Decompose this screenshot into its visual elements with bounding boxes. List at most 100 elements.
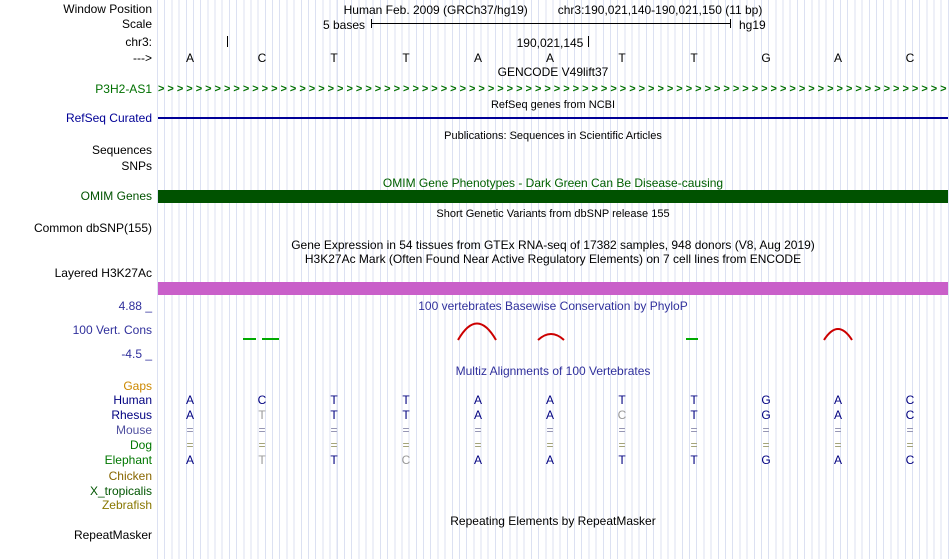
repeatmasker-label[interactable]: RepeatMasker (73, 528, 152, 542)
species-label-human[interactable]: Human (113, 393, 152, 407)
base-cell: = (690, 423, 698, 437)
layered-h3k27ac-label[interactable]: Layered H3K27Ac (54, 266, 152, 280)
gridlines (157, 0, 949, 559)
base-cell: A (473, 51, 482, 65)
base-cell: T (690, 408, 698, 422)
snps-label[interactable]: SNPs (121, 159, 152, 173)
base-cell: = (330, 438, 338, 452)
base-cell: A (185, 51, 194, 65)
base-cell: A (545, 408, 554, 422)
refseq-gene-line[interactable] (158, 117, 948, 119)
base-cell: = (762, 438, 770, 452)
base-cell: = (546, 438, 554, 452)
conservation-label[interactable]: 100 Vert. Cons (72, 323, 152, 337)
base-cell: = (402, 438, 410, 452)
base-cell: = (906, 438, 914, 452)
base-cell: A (833, 51, 842, 65)
base-cell: = (834, 423, 842, 437)
base-cell: = (186, 423, 194, 437)
base-cell: = (258, 423, 266, 437)
conservation-track-title: 100 vertebrates Basewise Conservation by… (418, 299, 688, 313)
base-cell: = (186, 438, 194, 452)
base-cell: C (257, 51, 267, 65)
alignment-row-mouse[interactable]: =========== (0, 423, 950, 437)
base-cell: T (618, 51, 626, 65)
base-cell: = (618, 438, 626, 452)
species-label-elephant[interactable]: Elephant (104, 453, 152, 467)
base-cell: A (545, 453, 554, 467)
base-cell: A (545, 393, 554, 407)
gtex-track-title: Gene Expression in 54 tissues from GTEx … (291, 238, 815, 252)
base-cell: A (833, 408, 842, 422)
base-cell: T (258, 408, 266, 422)
base-cell: A (185, 393, 194, 407)
phylop-peak-small (537, 333, 565, 341)
species-label-dog[interactable]: Dog (129, 438, 152, 452)
omim-genes-bar[interactable] (158, 190, 948, 203)
species-label-rhesus[interactable]: Rhesus (111, 408, 152, 422)
base-cell: G (761, 453, 771, 467)
base-cell: T (330, 453, 338, 467)
base-cell: = (546, 423, 554, 437)
ruler-tick (227, 36, 228, 47)
base-cell: G (761, 408, 771, 422)
multiz-track-title: Multiz Alignments of 100 Vertebrates (455, 364, 651, 378)
species-label-chicken[interactable]: Chicken (108, 469, 152, 483)
base-cell: = (618, 423, 626, 437)
scale-bar (371, 19, 731, 28)
alignment-row-dog[interactable]: =========== (0, 438, 950, 452)
base-cell: = (330, 423, 338, 437)
base-cell: T (618, 453, 626, 467)
species-label-x-tropicalis[interactable]: X_tropicalis (89, 484, 152, 498)
base-cell: C (401, 453, 411, 467)
gene-strand-arrows[interactable]: >>>>>>>>>>>>>>>>>>>>>>>>>>>>>>>>>>>>>>>>… (158, 83, 948, 95)
base-cell: A (833, 393, 842, 407)
species-label-mouse[interactable]: Mouse (115, 423, 152, 437)
refseq-curated-label[interactable]: RefSeq Curated (65, 111, 152, 125)
base-cell: T (402, 393, 410, 407)
base-cell: A (185, 453, 194, 467)
strand-direction-label: ---> (133, 51, 152, 65)
base-cell: A (473, 393, 482, 407)
base-cell: = (762, 423, 770, 437)
phylop-wiggle (243, 322, 853, 341)
window-position-label: Window Position (63, 2, 152, 16)
base-cell: T (618, 393, 626, 407)
base-cell: = (474, 438, 482, 452)
scale-value: 5 bases (322, 18, 365, 32)
omim-genes-label[interactable]: OMIM Genes (80, 189, 152, 203)
base-cell: T (690, 51, 698, 65)
base-cell: A (473, 408, 482, 422)
base-cell: T (258, 453, 266, 467)
conservation-plot[interactable] (158, 315, 948, 353)
conservation-max-label: 4.88 _ (118, 299, 152, 313)
common-dbsnp-label[interactable]: Common dbSNP(155) (33, 221, 152, 235)
gene-label-p3h2-as1[interactable]: P3H2-AS1 (95, 82, 152, 96)
base-cell: = (690, 438, 698, 452)
base-cell: = (474, 423, 482, 437)
base-cell: G (761, 51, 771, 65)
base-cell: = (834, 438, 842, 452)
omim-track-title: OMIM Gene Phenotypes - Dark Green Can Be… (382, 176, 724, 190)
assembly-short-label: hg19 (739, 18, 766, 32)
base-cell: A (473, 453, 482, 467)
base-cell: C (617, 408, 627, 422)
base-cell: C (257, 393, 267, 407)
sequences-label[interactable]: Sequences (91, 143, 152, 157)
h3k27ac-signal-bar[interactable] (158, 282, 948, 295)
species-label-gaps[interactable]: Gaps (123, 379, 152, 393)
header-line: Human Feb. 2009 (GRCh37/hg19) chr3:190,0… (158, 3, 948, 17)
chrom-label: chr3: (125, 35, 152, 49)
phylop-peak-large (457, 322, 497, 341)
base-cell: T (330, 408, 338, 422)
base-cell: T (690, 453, 698, 467)
species-label-zebrafish[interactable]: Zebrafish (101, 498, 152, 512)
base-cell: = (906, 423, 914, 437)
assembly-label: Human Feb. 2009 (GRCh37/hg19) (343, 3, 528, 17)
base-cell: A (833, 453, 842, 467)
repeatmasker-track-title: Repeating Elements by RepeatMasker (450, 514, 656, 528)
